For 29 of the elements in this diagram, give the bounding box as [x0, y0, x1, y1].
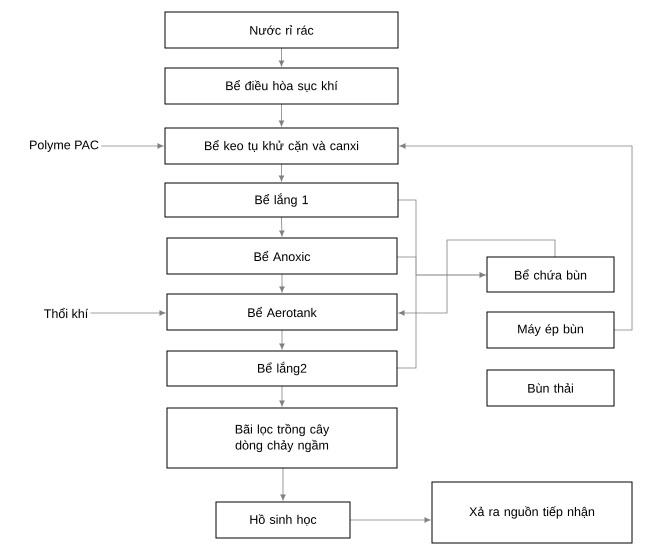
process-box: Bể keo tụ khử cặn và canxi: [164, 128, 398, 164]
process-box: Bể Aerotank: [166, 294, 398, 330]
arrow: [398, 240, 556, 316]
arrow: [397, 272, 486, 368]
arrow: [350, 517, 430, 523]
arrow: [100, 143, 164, 149]
input-label: Thổi khí: [44, 308, 88, 318]
process-box: Hồ sinh học: [216, 502, 350, 538]
process-box: Bùn thải: [486, 370, 614, 406]
arrow: [279, 217, 284, 236]
arrow: [278, 164, 284, 182]
arrow: [278, 104, 284, 126]
arrow: [278, 48, 284, 66]
process-box: Máy ép bùn: [486, 312, 614, 348]
arrow: [280, 468, 286, 500]
process-box: Bể chứa bùn: [486, 256, 614, 292]
arrow: [400, 143, 632, 330]
arrow: [279, 330, 285, 350]
input-label: Polyme PAC: [30, 140, 98, 152]
arrow: [279, 386, 285, 406]
process-box: Bể Anoxic: [166, 238, 398, 274]
process-box: Bể điều hòa sục khí: [164, 68, 398, 104]
process-box: Bãi lọc trồng cây dòng chảy ngầm: [166, 408, 398, 468]
process-box: Xả ra nguồn tiếp nhận: [432, 482, 632, 544]
arrow: [279, 274, 285, 292]
process-box: Bể lắng2: [166, 350, 398, 386]
arrow: [90, 310, 166, 316]
process-box: Bể lắng 1: [164, 182, 398, 218]
process-box: Nước rỉ rác: [164, 12, 398, 48]
